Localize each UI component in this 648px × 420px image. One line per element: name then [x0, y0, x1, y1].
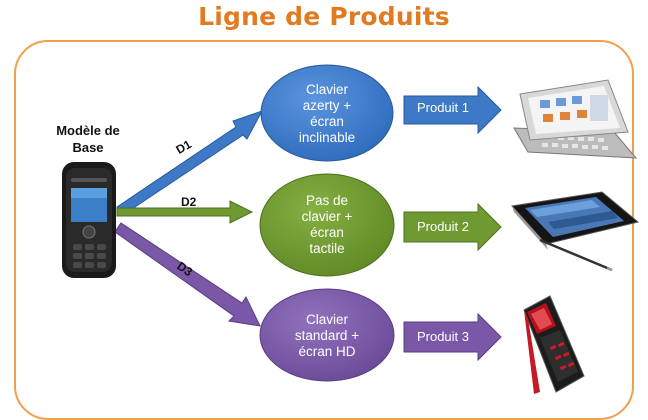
d2-arrow [116, 200, 254, 224]
node-3-ellipse [259, 288, 395, 382]
touchscreen-phone-icon [511, 191, 640, 272]
red-music-phone-icon [523, 295, 585, 394]
basic-phone-icon [62, 162, 116, 278]
d1-arrow [116, 110, 264, 216]
product-3-label: Produit 3 [416, 329, 470, 344]
product-3-arrow [403, 312, 502, 362]
product-2-label: Produit 2 [416, 219, 470, 234]
product-1-arrow [403, 85, 502, 135]
node-1-ellipse [260, 64, 394, 162]
slider-smartphone-icon [513, 79, 638, 159]
d2-label: D2 [181, 195, 197, 209]
node-2-label: Pas de clavier + écran tactile [301, 193, 353, 256]
node-2-ellipse [259, 173, 395, 277]
node-3-label: Clavier standard + écran HD [294, 312, 360, 359]
product-1-label: Produit 1 [416, 100, 470, 115]
product-2-arrow [403, 202, 502, 252]
d3-arrow [114, 222, 261, 327]
diagram-title: Ligne de Produits [198, 2, 450, 31]
diagram-canvas [62, 64, 640, 394]
base-model-label: Modèle de Base [56, 123, 120, 155]
node-1-label: Clavier azerty + écran inclinable [298, 82, 356, 145]
